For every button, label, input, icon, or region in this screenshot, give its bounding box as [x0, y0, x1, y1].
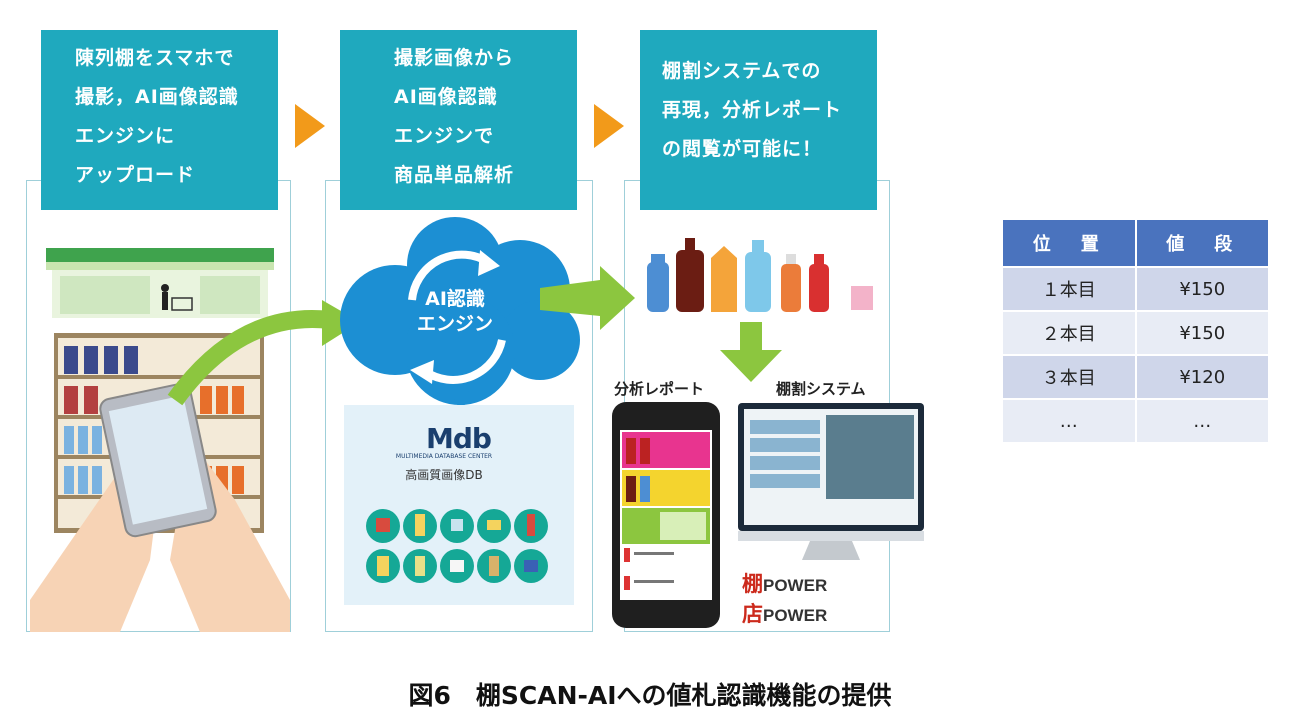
table-row: … … [1001, 398, 1270, 444]
mise-power-logo: 店POWER [742, 598, 827, 628]
step2-line2: AI画像認識 [394, 86, 498, 108]
system-label: 棚割システム [776, 380, 866, 398]
mdb-logo: Mdb [426, 422, 492, 455]
cloud-icon [340, 217, 580, 415]
step3-line1: 棚割システムでの [662, 60, 822, 82]
mise-power-text: POWER [763, 606, 828, 625]
cloud-line2: エンジン [416, 313, 493, 335]
table-row: １本目 ¥150 [1001, 266, 1270, 312]
step1-header: 陳列棚をスマホで 撮影，AI画像認識 エンジンに アップロード [41, 30, 278, 210]
report-phone-image [612, 402, 720, 628]
table-cell: ３本目 [1001, 354, 1137, 400]
table-cell: … [1134, 398, 1270, 444]
table-row: ３本目 ¥120 [1001, 354, 1270, 400]
cloud-label: AI認識 エンジン [400, 287, 510, 337]
step2-line1: 撮影画像から [394, 47, 515, 69]
arrow-right-icon [295, 104, 325, 148]
step3-header: 棚割システムでの 再現，分析レポート の閲覧が可能に！ [640, 30, 877, 210]
tana-power-logo: 棚POWER [742, 568, 827, 598]
step2-line3: エンジンで [394, 125, 495, 147]
tana-kanji: 棚 [742, 573, 763, 596]
monitor-image [738, 403, 924, 560]
mdb-subtitle: MULTIMEDIA DATABASE CENTER [395, 453, 493, 460]
mise-kanji: 店 [742, 603, 763, 626]
step3-line2: 再現，分析レポート [662, 99, 843, 121]
table-row: ２本目 ¥150 [1001, 310, 1270, 356]
step2-header: 撮影画像から AI画像認識 エンジンで 商品単品解析 [340, 30, 577, 210]
arrow-right-icon [594, 104, 624, 148]
step2-line4: 商品単品解析 [394, 164, 515, 186]
table-cell: ¥150 [1134, 310, 1270, 356]
mdb-label: 高画質画像DB [405, 468, 483, 482]
header-position: 位 置 [1001, 218, 1137, 268]
step1-line2: 撮影，AI画像認識 [75, 86, 239, 108]
table-cell: ¥120 [1134, 354, 1270, 400]
hand-phone-image [30, 382, 290, 632]
table-cell: １本目 [1001, 266, 1137, 312]
table-cell: … [1001, 398, 1137, 444]
report-label: 分析レポート [614, 380, 705, 398]
step3-line3: の閲覧が可能に！ [662, 138, 823, 160]
price-table: 位 置 値 段 １本目 ¥150 ２本目 ¥150 ３本目 ¥120 … … [1001, 218, 1270, 444]
step1-line3: エンジンに [75, 125, 176, 147]
step1-line4: アップロード [75, 164, 196, 186]
table-cell: ¥150 [1134, 266, 1270, 312]
step1-line1: 陳列棚をスマホで [75, 47, 235, 69]
product-bottles [647, 238, 873, 312]
cloud-line1: AI認識 [425, 288, 485, 310]
table-cell: ２本目 [1001, 310, 1137, 356]
header-price: 値 段 [1134, 218, 1270, 268]
figure-caption: 図6 棚SCAN-AIへの値札認識機能の提供 [408, 681, 892, 710]
store-icon [46, 248, 274, 318]
db-product-icons [366, 509, 548, 583]
tana-power-text: POWER [763, 576, 828, 595]
